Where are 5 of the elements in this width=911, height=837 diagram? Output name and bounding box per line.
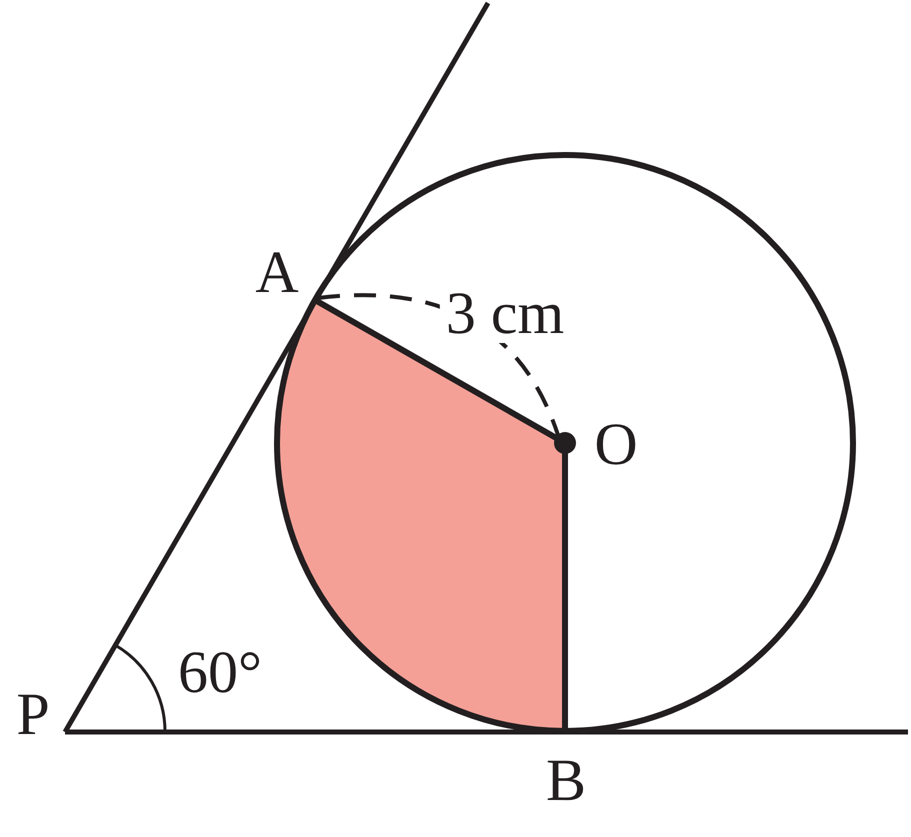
point-label: P xyxy=(16,684,50,744)
point-label: B xyxy=(546,750,586,810)
angle-label: 60° xyxy=(178,642,262,702)
point-label: O xyxy=(594,414,638,474)
point-label: A xyxy=(255,242,299,302)
